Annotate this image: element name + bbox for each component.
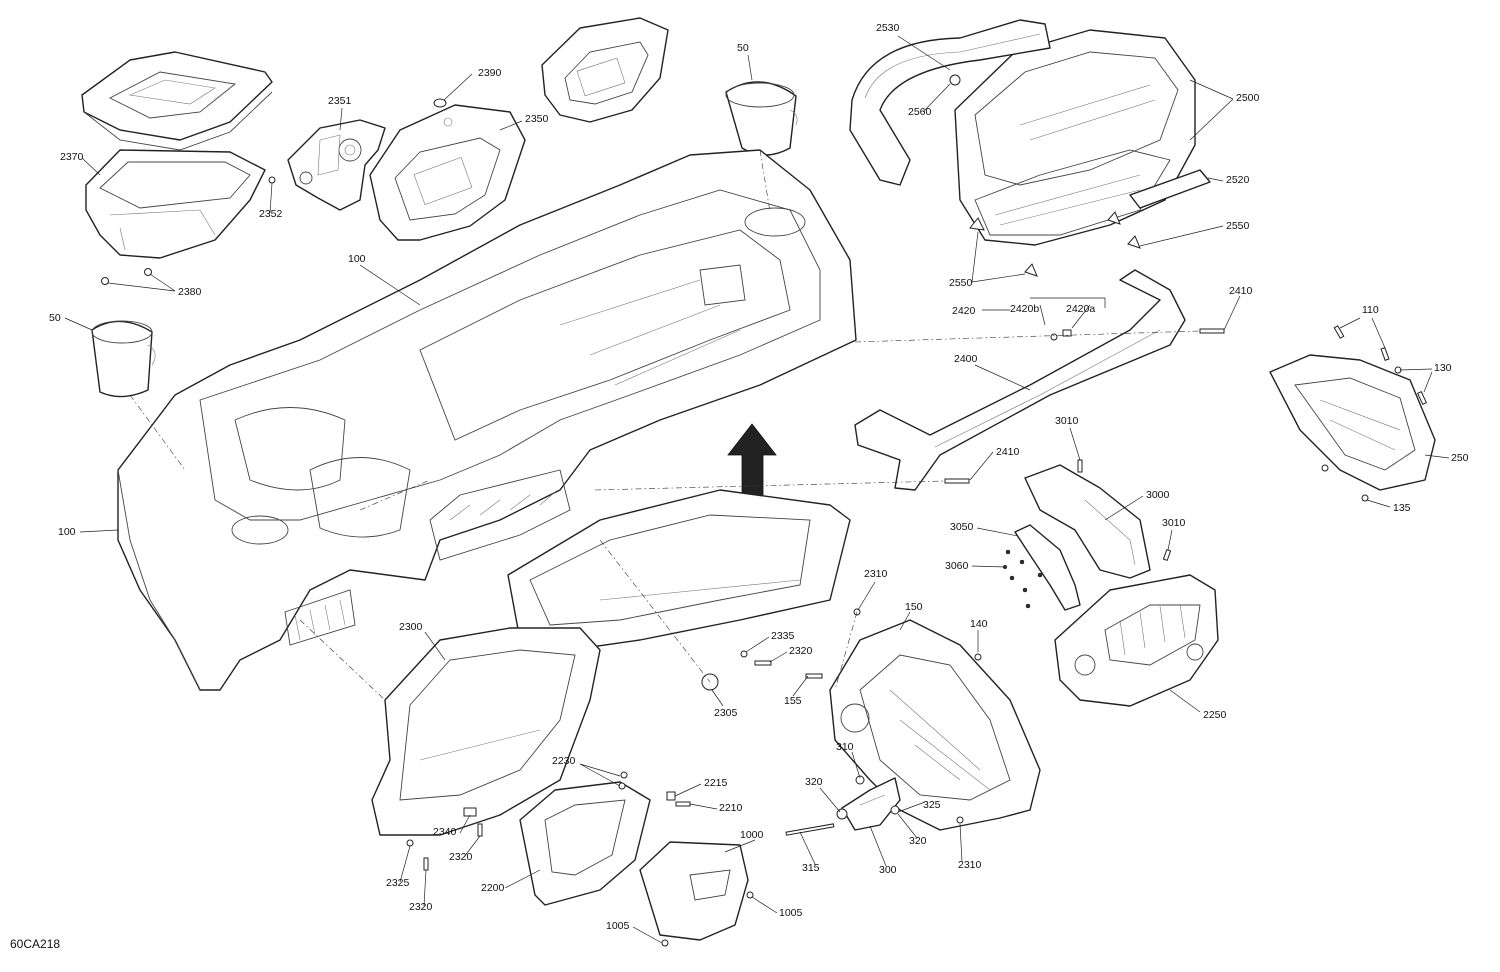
part-label-l2410a: 2410 <box>1229 285 1253 297</box>
part-label-l2520: 2520 <box>1226 174 1250 186</box>
part-label-l135: 135 <box>1393 502 1411 514</box>
part-label-l2352: 2352 <box>259 208 283 220</box>
instrument-cluster-housing-part <box>369 104 526 241</box>
part-label-l325: 325 <box>923 799 941 811</box>
part-label-l2340: 2340 <box>433 826 457 838</box>
storage-pocket-part <box>639 841 749 941</box>
dashboard-main-body-part <box>117 149 857 691</box>
part-label-l1000: 1000 <box>740 829 764 841</box>
small-bracket-part <box>841 777 901 831</box>
support-bracket-part <box>1024 464 1151 579</box>
part-label-l250: 250 <box>1451 452 1469 464</box>
pocket-part <box>519 781 651 906</box>
vent-panel-part <box>1054 574 1219 707</box>
part-label-l2230: 2230 <box>552 755 576 767</box>
part-label-l2560: 2560 <box>908 106 932 118</box>
part-label-l320b: 320 <box>909 835 927 847</box>
part-label-l2420: 2420 <box>952 305 976 317</box>
part-label-l2350: 2350 <box>525 113 549 125</box>
part-label-l2420a: 2420a <box>1066 303 1095 315</box>
part-label-l2250: 2250 <box>1203 709 1227 721</box>
part-label-l300: 300 <box>879 864 897 876</box>
drawing-code: 60CA218 <box>10 937 61 951</box>
part-label-l3050: 3050 <box>950 521 974 533</box>
part-label-l3010b: 3010 <box>1162 517 1186 529</box>
carry-handle-part <box>849 19 1051 186</box>
part-label-l1005b: 1005 <box>606 920 630 932</box>
part-label-l3010a: 3010 <box>1055 415 1079 427</box>
console-side-part <box>829 619 1041 831</box>
part-label-l1005a: 1005 <box>779 907 803 919</box>
bracket-part <box>287 119 386 211</box>
part-label-l2320c: 2320 <box>409 901 433 913</box>
cup-holder-left-part <box>91 320 156 398</box>
part-label-l140: 140 <box>970 618 988 630</box>
part-label-l2300: 2300 <box>399 621 423 633</box>
mount-plate-part <box>1014 524 1081 611</box>
part-label-l2320a: 2320 <box>789 645 813 657</box>
lower-tray-part <box>507 489 851 651</box>
part-label-l2325: 2325 <box>386 877 410 889</box>
part-number-labels: 2370 2352 2380 2351 2390 2350 50 2530 2560 2500 25… <box>49 22 1469 932</box>
lower-panel-part <box>371 627 601 836</box>
part-label-l315: 315 <box>802 862 820 874</box>
part-label-l2530: 2530 <box>876 22 900 34</box>
part-label-l2370: 2370 <box>60 151 84 163</box>
storage-lid-part <box>81 51 273 151</box>
part-label-l2380: 2380 <box>178 286 202 298</box>
part-label-l3060: 3060 <box>945 560 969 572</box>
leader-lines <box>64 35 1450 944</box>
part-label-l2305: 2305 <box>714 707 738 719</box>
part-label-l2310a: 2310 <box>864 568 888 580</box>
part-label-l310: 310 <box>836 741 854 753</box>
part-label-l2310b: 2310 <box>958 859 982 871</box>
part-label-l155: 155 <box>784 695 802 707</box>
part-label-l2200: 2200 <box>481 882 505 894</box>
part-label-l2420b: 2420b <box>1010 303 1039 315</box>
part-label-l110: 110 <box>1362 304 1379 316</box>
part-label-l100b: 100 <box>58 526 76 538</box>
part-label-l50a: 50 <box>737 42 749 54</box>
part-label-l50b: 50 <box>49 312 61 324</box>
cup-holder-part <box>725 81 798 156</box>
part-label-l2210: 2210 <box>719 802 743 814</box>
side-bracket-part <box>1269 354 1436 491</box>
part-label-l2410b: 2410 <box>996 446 1020 458</box>
fastener-hardware <box>101 74 1428 947</box>
part-label-l2351: 2351 <box>328 95 352 107</box>
part-label-l2320b: 2320 <box>449 851 473 863</box>
part-label-l3000: 3000 <box>1146 489 1170 501</box>
crossbar-part <box>854 269 1186 491</box>
part-label-l2390: 2390 <box>478 67 502 79</box>
part-label-l150: 150 <box>905 601 923 613</box>
part-label-l130: 130 <box>1434 362 1452 374</box>
part-label-l2550b: 2550 <box>949 277 973 289</box>
cargo-strip-part <box>1129 169 1211 209</box>
part-label-l2400: 2400 <box>954 353 978 365</box>
cargo-box-part <box>954 29 1196 246</box>
storage-bin-part <box>85 149 266 259</box>
assembly-centerlines <box>129 149 1201 701</box>
part-label-l320a: 320 <box>805 776 823 788</box>
display-screen-part <box>541 17 669 123</box>
part-label-l2550a: 2550 <box>1226 220 1250 232</box>
part-label-l2215: 2215 <box>704 777 728 789</box>
part-label-l2335: 2335 <box>771 630 795 642</box>
part-label-l2500: 2500 <box>1236 92 1260 104</box>
part-label-l100a: 100 <box>348 253 366 265</box>
